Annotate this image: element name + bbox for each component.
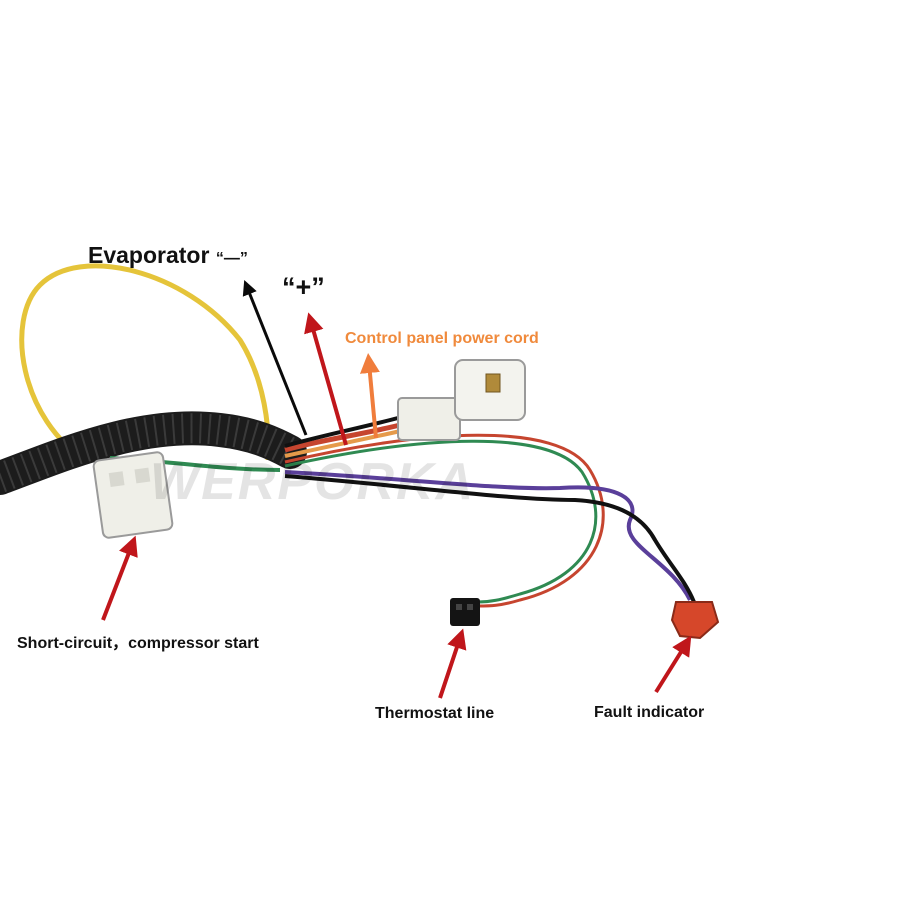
conduit-ridges (0, 413, 298, 493)
short-circuit-label: Short-circuit，compressor start (17, 635, 259, 652)
thermostat-wire-green (284, 439, 598, 604)
orange-wire-upper (284, 428, 406, 458)
control-panel-label: Control panel power cord (345, 330, 539, 347)
evaporator-arrow (242, 280, 308, 436)
compressor-start-connector (92, 451, 174, 539)
plus-arrow (304, 312, 348, 446)
plus-label: “+” (282, 272, 325, 302)
fault-indicator-label: Fault indicator (594, 704, 705, 721)
black-wire-lower (284, 474, 696, 603)
control-panel-arrow (359, 353, 380, 439)
short-circuit-arrow (101, 535, 138, 621)
yellow-loop-wire (19, 263, 271, 465)
red-wire-upper (284, 422, 401, 453)
thermostat-connector (450, 598, 480, 626)
thermostat-arrow (438, 628, 467, 699)
control-panel-connector (397, 359, 526, 441)
fault-indicator-connector (670, 601, 720, 640)
purple-wire (284, 470, 692, 601)
evaporator-label: Evaporator “—” (88, 242, 248, 269)
evaporator-label-sign: “—” (215, 250, 248, 267)
watermark: WERPORKA (150, 453, 476, 511)
evaporator-label-text: Evaporator (88, 242, 210, 268)
fault-arrow (654, 635, 692, 694)
thermostat-label: Thermostat line (375, 705, 495, 722)
